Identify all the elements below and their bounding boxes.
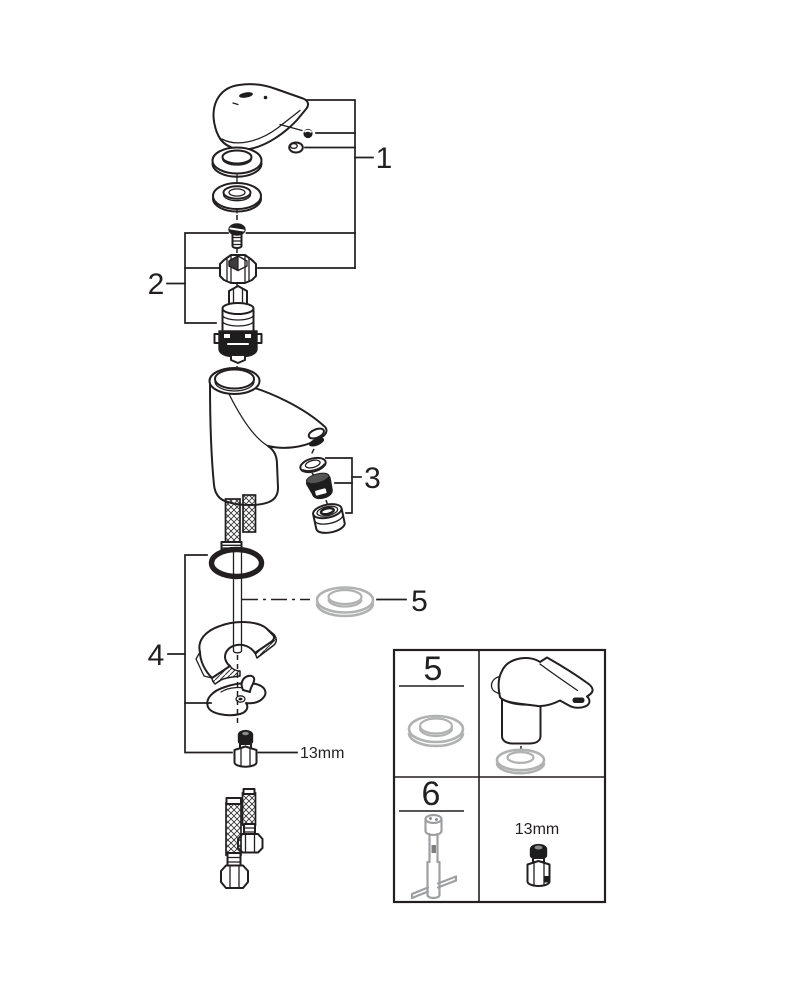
inset-gasket-washer [407, 714, 465, 748]
inset-6-label: 6 [422, 775, 441, 813]
inset-wrench-size-label: 13mm [515, 821, 559, 838]
callout-1-bracket: 1 [245, 99, 393, 269]
inset-cell-13mm: 13mm [515, 821, 559, 887]
ceramic-cartridge [213, 285, 263, 364]
base-o-ring [208, 546, 265, 580]
cartridge-screw [228, 223, 246, 249]
inset-5-label: 5 [424, 650, 443, 688]
handle-screw-and-cap [279, 123, 313, 154]
handle-dot [263, 95, 268, 100]
inset-faucet-gasket [495, 748, 546, 775]
inset-cell-5: 5 [399, 650, 465, 748]
supply-hoses-under-body [220, 494, 257, 552]
aerator-group: 3 [299, 456, 381, 534]
handle-lever [212, 83, 310, 151]
aerator-insert [306, 472, 333, 500]
faucet-body [208, 367, 328, 506]
handle-slot [239, 92, 253, 98]
mounting-tool [410, 813, 458, 900]
callout-2-label: 2 [148, 268, 165, 301]
cartridge-adapter-nut [219, 254, 257, 284]
rubber-wedge-gasket [195, 621, 277, 685]
base-gasket-washer [315, 586, 375, 618]
aerator-gasket [299, 456, 327, 474]
inset-faucet-preview [490, 656, 594, 775]
threaded-mounting-rod [232, 550, 243, 727]
inset-cell-6: 6 [399, 775, 464, 900]
flexible-connection-hoses [220, 788, 264, 889]
mounting-stud-13mm: 13mm [233, 729, 344, 768]
callout-5-label: 5 [411, 585, 428, 618]
mounting-clamp-horseshoe [206, 674, 267, 717]
callout-4-label: 4 [148, 639, 165, 672]
flex-hose-rear [237, 788, 264, 854]
aerator-housing [312, 503, 346, 534]
escutcheon-ring-upper [211, 146, 263, 178]
callout-1-label: 1 [376, 142, 393, 175]
callout-2-bracket: 2 [148, 232, 229, 324]
inset-mounting-stud [526, 843, 551, 887]
spout-aerator-tip [307, 427, 325, 447]
flex-hose-front [220, 797, 249, 889]
part-5-washer-row: 5 [242, 585, 428, 618]
callout-3-bracket: 3 [325, 457, 381, 514]
mounting-ring-lower [212, 182, 262, 213]
inset-box: 5 6 [392, 648, 607, 904]
wrench-size-label: 13mm [300, 745, 344, 762]
callout-4-bracket: 4 [148, 554, 233, 754]
callout-3-label: 3 [364, 462, 381, 495]
